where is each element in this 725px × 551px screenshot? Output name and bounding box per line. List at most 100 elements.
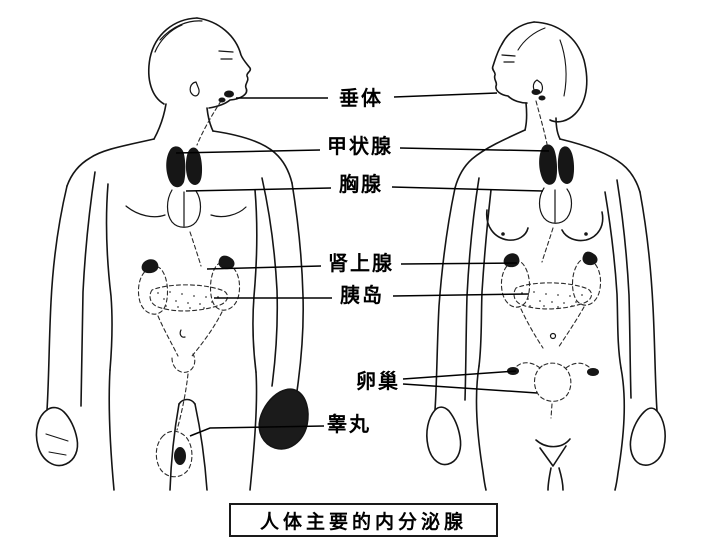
thymus-leader-left [185,187,332,192]
male-crotch [178,398,196,405]
female-hair-front [501,21,535,45]
female-thyroid-lobe [557,146,575,184]
label-thymus: 胸腺 [339,172,383,196]
thymus-leader-right [391,186,544,192]
female-arm-right-outer [639,191,658,412]
female-pancreas-stipple [521,291,583,308]
female-shoulder-right [559,138,641,193]
male-duct-head [196,100,222,146]
female-cervix [550,403,553,419]
male-internal-glands [137,100,241,478]
ovary-leader-lower [402,383,538,394]
female-thyroid [539,144,558,185]
female-arm-right-inner [616,179,632,399]
label-testis: 睾丸 [327,412,371,436]
male-leg-right-outer [249,371,258,491]
female-nipple-right [584,232,588,236]
female-adrenal-right [582,251,598,266]
female-left-hand [426,406,462,466]
female-torso-left [478,189,492,367]
female-legs-inner [547,467,564,491]
male-arm-right-outer [291,182,304,392]
male-figure [35,17,309,491]
male-eye [218,50,234,60]
male-thymus [166,189,202,228]
male-arm-left-outer [46,185,68,411]
male-chest-lines [125,205,247,218]
female-internal-glands [500,100,602,419]
female-ureter-left [520,308,544,349]
male-head-outline [148,17,198,105]
male-cord [176,373,189,431]
female-navel [549,332,557,340]
male-bladder [171,353,196,373]
adrenal-leader-right [400,262,518,265]
male-kidney-right [209,261,241,311]
male-thyroid-lobe [185,147,203,185]
female-shoulder-left [454,129,526,189]
male-thyroid [166,146,186,188]
female-hip-left [475,365,487,491]
male-shoulder-right [212,130,293,184]
thyroid-leader-left [175,149,321,154]
female-pubic [535,438,571,467]
male-ureter-right [191,311,223,357]
female-tube-right [565,362,592,370]
label-islet: 胰岛 [340,283,384,307]
female-hair [533,21,588,123]
thyroid-leader-right [399,147,550,152]
female-nipple-left [501,232,505,236]
female-ureter-right [557,306,585,349]
male-ureter-left [157,315,179,357]
female-duct-chest [541,227,554,263]
male-adrenal-left [141,259,159,274]
male-torso-right [252,189,258,373]
male-pancreas [149,284,229,312]
islet-leader-right [392,293,530,297]
label-thyroid: 甲状腺 [327,134,393,158]
female-breasts [485,209,604,242]
male-shoulder-left [66,138,155,187]
female-kidney-left [500,260,531,308]
female-face [491,43,528,104]
female-pancreas [513,282,593,310]
male-arm-left-inner [80,171,96,407]
male-leg-right-inner [194,403,208,491]
male-leg-left-inner [169,403,180,491]
female-pituitary-lobe [538,95,546,101]
male-torso-left [105,183,113,371]
male-left-hand [35,406,79,467]
male-pituitary-lobe [218,97,226,103]
male-neck-back [153,103,167,140]
label-adrenal: 肾上腺 [328,251,394,275]
female-figure [426,21,666,491]
male-testis [174,447,186,465]
male-kidney-left [137,265,169,315]
female-torso-right [604,191,622,369]
female-duct-head [535,100,548,145]
female-neck-front [524,102,528,131]
female-eye [501,54,516,63]
male-pancreas-stipple [157,291,219,309]
female-arm-left-inner [464,177,480,401]
male-leg-left-outer [108,369,115,491]
male-navel [179,329,186,338]
male-right-fist [258,388,309,450]
female-kidney-right [571,258,602,306]
female-right-hand [629,407,666,466]
pituitary-leader-right [393,92,498,98]
adrenal-leader-left [206,265,322,270]
female-gland-fills [501,89,599,376]
female-ovary-right [587,368,599,376]
male-hair [154,20,203,53]
female-thymus [538,187,573,224]
female-uterus [533,362,572,402]
male-left-hand-lines [45,433,69,456]
male-gland-fills [141,90,235,465]
ovary-leader-upper [402,370,517,380]
female-hip-right [614,367,626,491]
male-arm-right-inner [261,177,279,387]
female-pituitary [531,89,541,95]
